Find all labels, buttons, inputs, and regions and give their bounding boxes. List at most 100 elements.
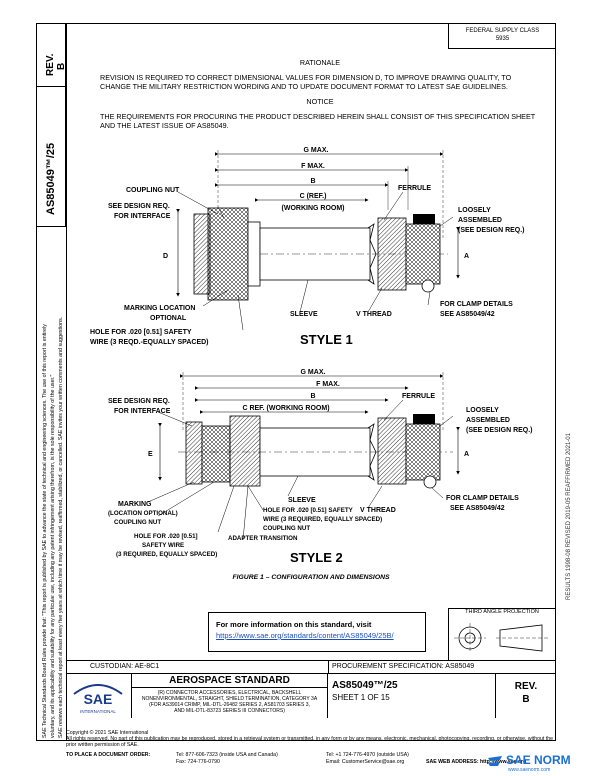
s2-clamp-details: FOR CLAMP DETAILS xyxy=(446,495,519,502)
side-rev-label: REV. xyxy=(45,53,56,76)
sae-logo-text: SAE xyxy=(84,691,113,707)
s2-coupling-nut-right: COUPLING NUT xyxy=(263,525,310,532)
style-1-drawing: G MAX. F MAX. B C (REF.) (WORKING ROOM) … xyxy=(90,147,525,347)
s1-g-max: G MAX. xyxy=(304,147,329,154)
federal-supply-class: FEDERAL SUPPLY CLASS 5935 xyxy=(448,23,556,49)
s1-marking-optional: OPTIONAL xyxy=(150,315,187,322)
sae-logo-sub: INTERNATIONAL xyxy=(80,709,116,714)
order-info: TO PLACE A DOCUMENT ORDER: Tel: 877-606-… xyxy=(66,752,556,770)
standard-link[interactable]: https://www.sae.org/standards/content/AS… xyxy=(216,631,394,640)
s2-f-max: F MAX. xyxy=(316,381,340,388)
s2-see-design: SEE DESIGN REQ. xyxy=(108,398,170,405)
legal-line-3: SAE reviews each technical report at lea… xyxy=(58,316,64,738)
custodian: CUSTODIAN: AE-8C1 xyxy=(90,663,160,670)
third-angle-projection-symbol xyxy=(454,623,548,653)
revision-stamp: RESULTS 1998-08 REVISED 2019-05 REAFFIRM… xyxy=(566,433,572,600)
email: Email: CustomerService@sae.org xyxy=(326,759,405,765)
s2-sleeve: SLEEVE xyxy=(288,497,316,504)
copyright-footer: Copyright © 2021 SAE International All r… xyxy=(66,730,556,749)
s2-dim-e: E xyxy=(148,451,153,458)
s2-title: STYLE 2 xyxy=(290,550,343,565)
desc-line-2: NONENVIRONMENTAL, STRAIGHT, SHIELD TERMI… xyxy=(141,696,318,702)
s1-title: STYLE 1 xyxy=(300,332,353,347)
s2-hole-left-3: (3 REQUIRED, EQUALLY SPACED) xyxy=(116,551,217,558)
sae-logo-icon: SAE INTERNATIONAL xyxy=(73,684,123,714)
style-2-drawing: G MAX. F MAX. B C REF. (WORKING ROOM) SE… xyxy=(108,369,533,565)
fed-class-number: 5935 xyxy=(495,36,510,42)
custodian-row: CUSTODIAN: AE-8C1 PROCUREMENT SPECIFICAT… xyxy=(66,660,556,674)
s1-marking-location: MARKING LOCATION xyxy=(124,305,195,312)
s1-assembled: ASSEMBLED xyxy=(458,217,502,224)
title-description: AEROSPACE STANDARD (R) CONNECTOR ACCESSO… xyxy=(132,674,328,718)
notice-heading: NOTICE xyxy=(306,97,334,106)
s1-clamp-details: FOR CLAMP DETAILS xyxy=(440,301,513,308)
rev-value: B xyxy=(522,694,530,705)
web-address: SAE WEB ADDRESS: http://www.sae.org xyxy=(426,759,527,765)
legal-line-2: voluntary, and its applicability and sui… xyxy=(50,374,56,738)
doc-number-cell: AS85049™/25 SHEET 1 OF 15 xyxy=(328,674,496,718)
s2-marking-location: (LOCATION OPTIONAL) xyxy=(108,510,178,517)
fed-class-label: FEDERAL SUPPLY CLASS xyxy=(465,28,540,34)
s2-hole-right-1: HOLE FOR .020 [0.51] SAFETY xyxy=(263,507,354,514)
s1-hole-line-2: WIRE (3 REQD.-EQUALLY SPACED) xyxy=(90,339,209,346)
fax: Fax: 724-776-0790 xyxy=(176,759,220,765)
configuration-drawing: G MAX. F MAX. B C (REF.) (WORKING ROOM) … xyxy=(90,147,533,565)
tel-usa: Tel: 877-606-7323 (inside USA and Canada… xyxy=(176,752,278,758)
s2-c-ref: C REF. (WORKING ROOM) xyxy=(242,405,329,412)
s2-clamp-ref: SEE AS85049/42 xyxy=(450,505,505,512)
s1-b: B xyxy=(310,178,315,185)
s1-dim-d: D xyxy=(163,253,168,260)
tel-outside: Tel: +1 724-776-4970 (outside USA) xyxy=(326,752,409,758)
legal-line-1: SAE Technical Standards Board Rules prov… xyxy=(42,324,48,738)
s2-dim-a: A xyxy=(464,451,469,458)
watermark-icon xyxy=(488,756,502,766)
s2-marking: MARKING xyxy=(118,501,152,508)
more-info-heading: For more information on this standard, v… xyxy=(216,620,372,629)
s1-c-ref: C (REF.) xyxy=(300,193,327,200)
s1-f-max: F MAX. xyxy=(301,163,325,170)
s2-see-design-req: (SEE DESIGN REQ.) xyxy=(466,427,533,434)
notice-body: THE REQUIREMENTS FOR PROCURING THE PRODU… xyxy=(100,112,536,130)
desc-line-3: (FOR AS39014 CRIMP, MIL-DTL-26482 SERIES… xyxy=(149,702,310,708)
s1-working-room: (WORKING ROOM) xyxy=(282,205,345,212)
s1-ferrule: FERRULE xyxy=(398,185,431,192)
s1-coupling-nut: COUPLING NUT xyxy=(126,187,180,194)
watermark-url: www.saenorm.com xyxy=(508,767,551,773)
sheet-number: SHEET 1 OF 15 xyxy=(332,693,390,702)
rev-cell: REV. B xyxy=(496,674,556,718)
s2-coupling-nut-left: COUPLING NUT xyxy=(114,519,161,526)
s2-adapter-transition: ADAPTER TRANSITION xyxy=(228,535,298,542)
sae-logo: SAE INTERNATIONAL xyxy=(66,674,132,718)
s2-g-max: G MAX. xyxy=(301,369,326,376)
s1-v-thread: V THREAD xyxy=(356,311,392,318)
projection-box xyxy=(448,608,556,660)
s2-ferrule: FERRULE xyxy=(402,393,435,400)
rev-label: REV. xyxy=(514,681,538,692)
s1-see-design: SEE DESIGN REQ. xyxy=(108,203,170,210)
s2-b: B xyxy=(310,393,315,400)
s2-loosely: LOOSELY xyxy=(466,407,499,414)
to-place-order: TO PLACE A DOCUMENT ORDER: xyxy=(66,752,151,758)
s1-loosely: LOOSELY xyxy=(458,207,491,214)
watermark-brand: SAE NORM xyxy=(506,753,571,767)
s1-hole-line-1: HOLE FOR .020 [0.51] SAFETY xyxy=(90,329,192,336)
copyright: Copyright © 2021 SAE International xyxy=(66,730,149,736)
aerospace-standard-heading: AEROSPACE STANDARD xyxy=(132,674,327,688)
s2-for-interface: FOR INTERFACE xyxy=(114,408,171,415)
document-frame xyxy=(66,23,556,741)
figure-caption: FIGURE 1 – CONFIGURATION AND DIMENSIONS xyxy=(232,574,390,581)
procurement-spec: PROCUREMENT SPECIFICATION: AS85049 xyxy=(332,663,475,670)
rights-statement: All rights reserved. No part of this pub… xyxy=(66,736,553,749)
s1-for-interface: FOR INTERFACE xyxy=(114,213,171,220)
s1-sleeve: SLEEVE xyxy=(290,311,318,318)
doc-number: AS85049™/25 xyxy=(332,680,398,691)
s2-v-thread: V THREAD xyxy=(360,507,396,514)
rationale-section: RATIONALE REVISION IS REQUIRED TO CORREC… xyxy=(100,58,540,130)
projection-label: THIRD ANGLE PROJECTION xyxy=(465,609,539,615)
s1-dim-a: A xyxy=(464,253,469,260)
side-rev-box: REV. B xyxy=(36,23,67,87)
desc-line-4: AND MIL-DTL-83723 SERIES III CONNECTORS) xyxy=(174,708,285,714)
side-doc-number-box: AS85049™/25 xyxy=(36,87,66,227)
s2-hole-right-2: WIRE (3 REQUIRED, EQUALLY SPACED) xyxy=(263,516,382,523)
title-block: SAE INTERNATIONAL AEROSPACE STANDARD (R)… xyxy=(66,674,556,718)
